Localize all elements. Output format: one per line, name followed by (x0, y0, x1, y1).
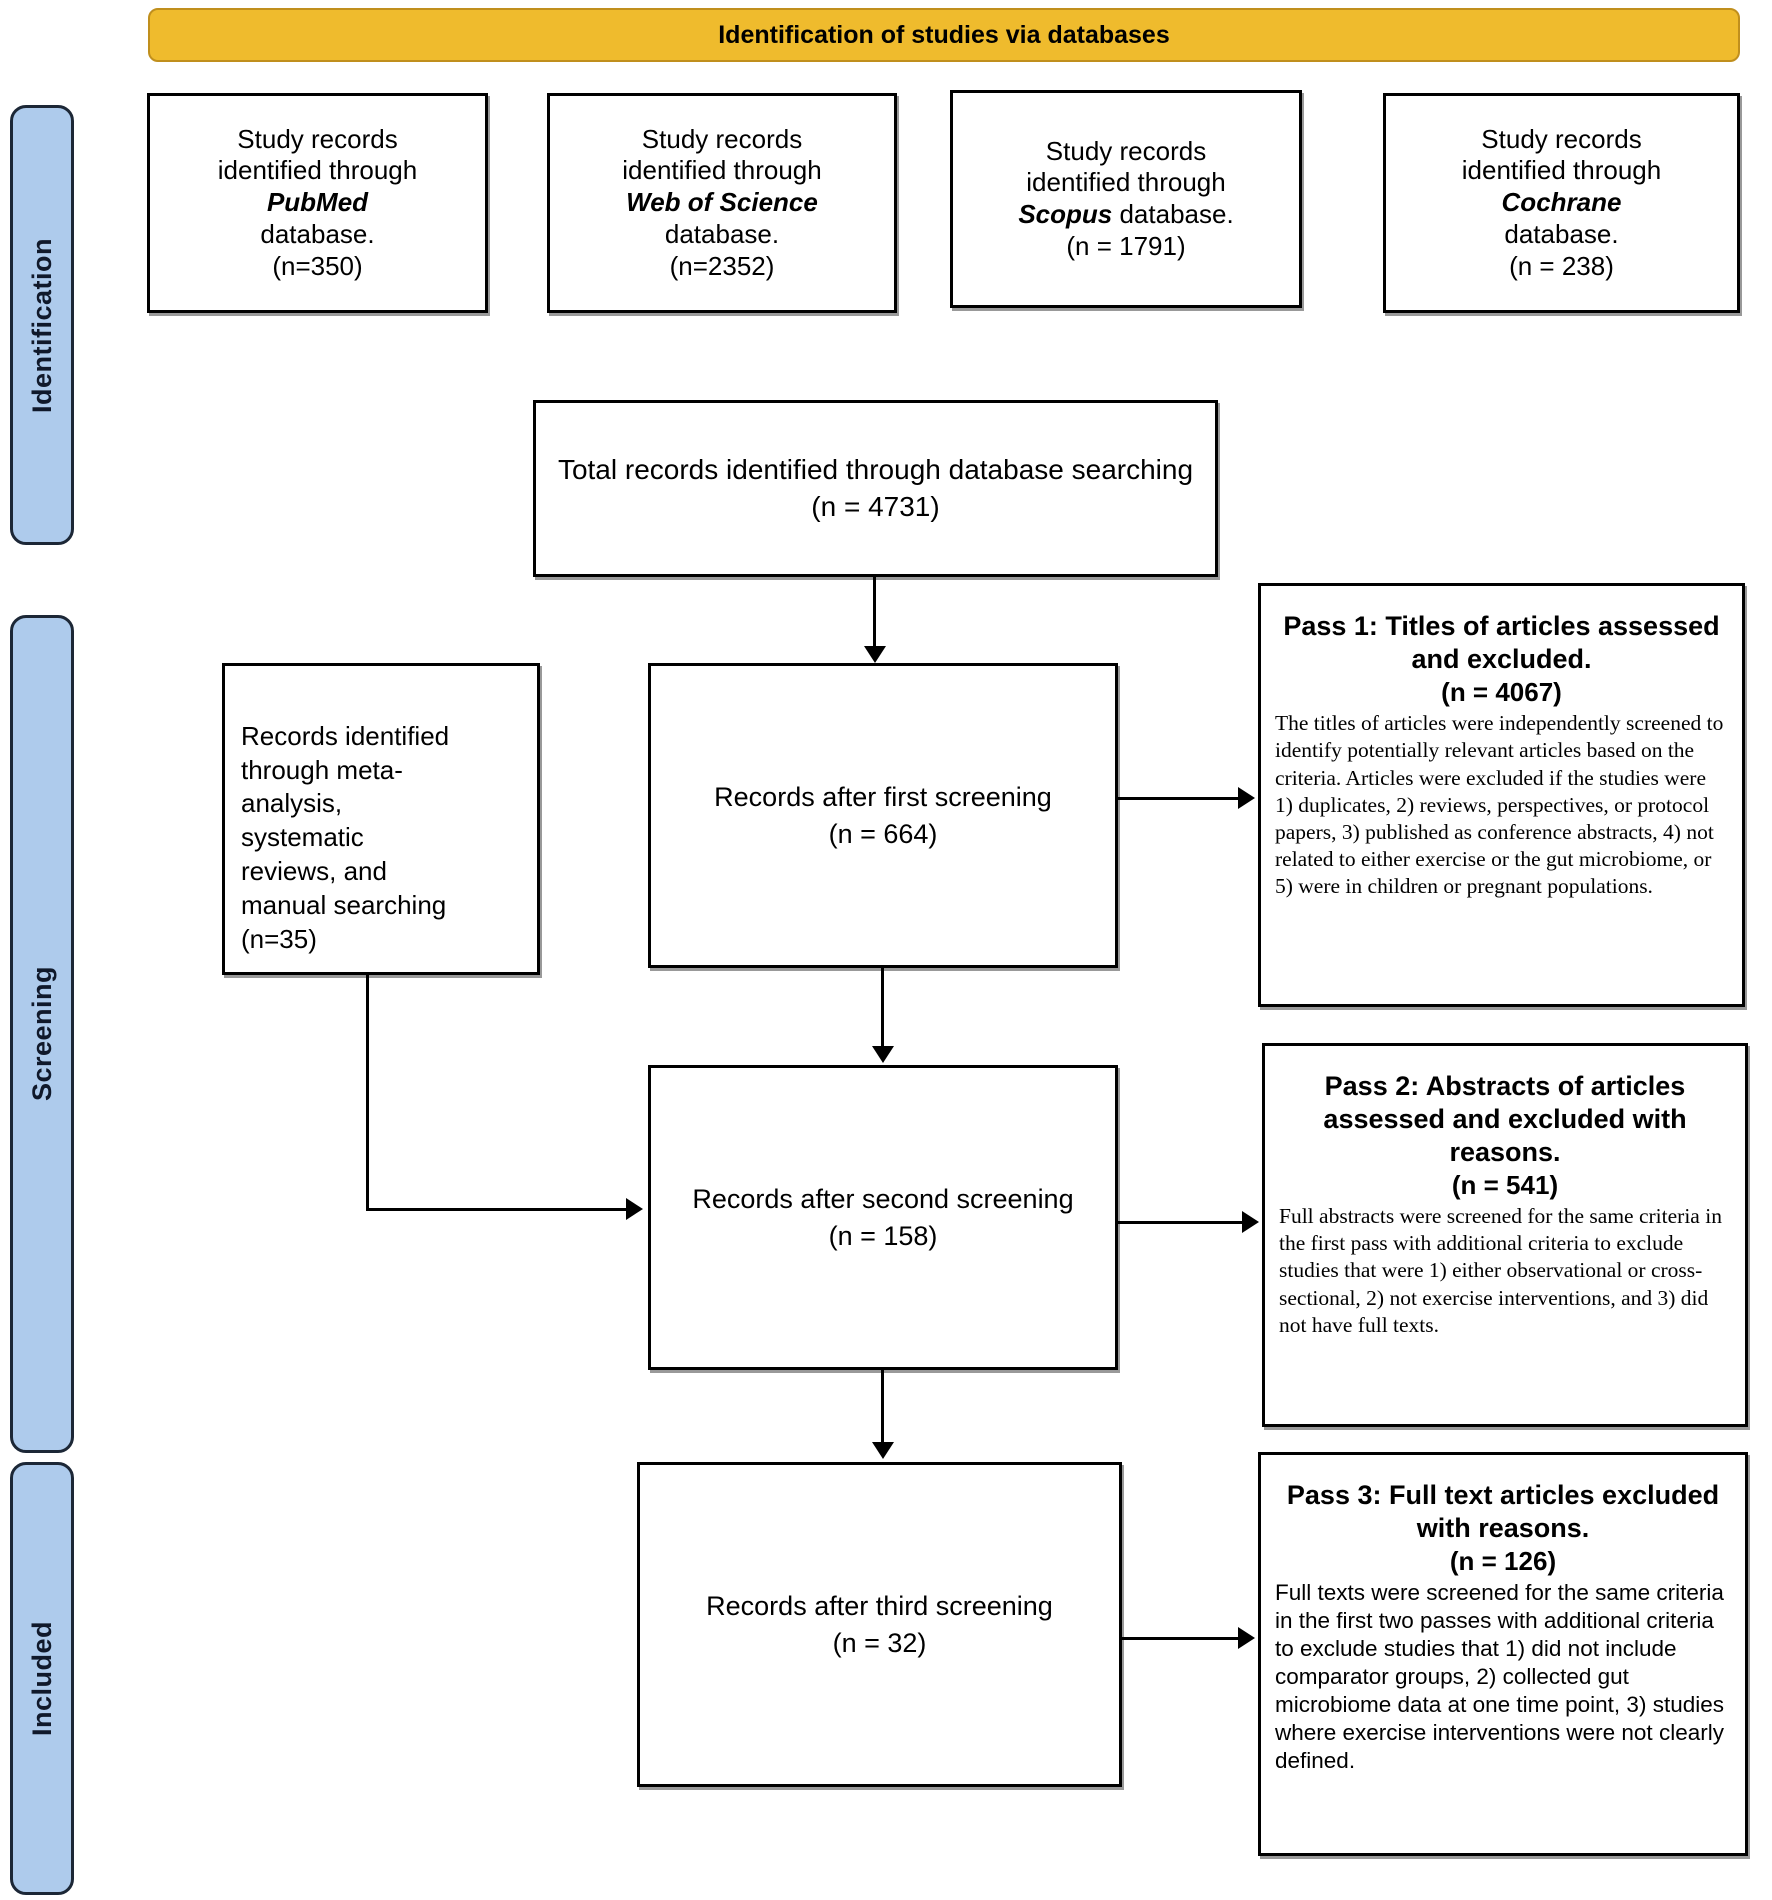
banner-identification-via-databases: Identification of studies via databases (148, 8, 1740, 62)
db-box-cochrane: Study records identified through Cochran… (1383, 93, 1740, 313)
arrow-second-to-third-head (872, 1442, 894, 1459)
screening-third-label: Records after third screening (706, 1591, 1053, 1622)
pass3-box: Pass 3: Full text articles excluded with… (1258, 1452, 1748, 1856)
arrow-first-to-pass1-line (1118, 797, 1240, 800)
pass3-body: Full texts were screened for the same cr… (1275, 1580, 1724, 1773)
db-box-pubmed-suffix: database. (260, 218, 375, 249)
stage-bar-identification: Identification (10, 105, 74, 545)
db-box-scopus-line2: identified through (1026, 167, 1226, 198)
stage-label-screening: Screening (26, 966, 57, 1102)
pass2-body: Full abstracts were screened for the sam… (1279, 1204, 1722, 1337)
arrow-third-to-pass3-head (1238, 1627, 1255, 1649)
total-records-box: Total records identified through databas… (533, 400, 1218, 577)
arrow-second-to-pass2-head (1242, 1211, 1259, 1233)
screening-second-label: Records after second screening (692, 1184, 1074, 1215)
arrow-first-to-pass1-head (1238, 787, 1255, 809)
pass3-count: (n = 126) (1449, 1545, 1557, 1576)
db-box-wos-source: Web of Science (626, 187, 818, 218)
db-box-scopus-line3: Scopus database. (1018, 199, 1233, 231)
meta-analysis-box: Records identified through meta- analysi… (222, 663, 540, 975)
stage-label-identification: Identification (26, 237, 57, 413)
screening-box-first: Records after first screening (n = 664) (648, 663, 1118, 968)
arrow-second-to-pass2-line (1118, 1221, 1244, 1224)
arrow-meta-to-second-head (626, 1198, 643, 1220)
pass2-count: (n = 541) (1451, 1169, 1559, 1200)
db-box-cochrane-line2: identified through (1461, 155, 1662, 186)
db-box-cochrane-line1: Study records (1481, 123, 1642, 154)
meta-analysis-text: Records identified through meta- analysi… (241, 720, 450, 954)
db-box-web-of-science: Study records identified through Web of … (547, 93, 897, 313)
screening-box-third: Records after third screening (n = 32) (637, 1462, 1122, 1787)
pass1-title: Pass 1: Titles of articles assessed and … (1283, 611, 1720, 674)
screening-first-count: (n = 664) (828, 818, 938, 849)
pass3-title: Pass 3: Full text articles excluded with… (1286, 1480, 1720, 1543)
arrow-total-to-first-head (864, 646, 886, 663)
screening-box-second: Records after second screening (n = 158) (648, 1065, 1118, 1370)
db-box-cochrane-source: Cochrane (1501, 187, 1622, 218)
db-box-pubmed-line2: identified through (217, 155, 418, 186)
db-box-scopus-count: (n = 1791) (1066, 230, 1186, 261)
total-records-text: Total records identified through databas… (557, 454, 1194, 486)
db-box-pubmed-line1: Study records (237, 123, 398, 154)
pass2-title: Pass 2: Abstracts of articles assessed a… (1323, 1071, 1687, 1167)
screening-first-label: Records after first screening (714, 782, 1052, 813)
arrow-meta-to-second-vline (366, 975, 369, 1211)
arrow-total-to-first-line (873, 577, 876, 648)
pass1-box: Pass 1: Titles of articles assessed and … (1258, 583, 1745, 1007)
pass2-box: Pass 2: Abstracts of articles assessed a… (1262, 1043, 1748, 1427)
arrow-first-to-second-head (872, 1046, 894, 1063)
db-box-pubmed-source: PubMed (266, 187, 369, 218)
screening-third-count: (n = 32) (832, 1627, 927, 1658)
stage-bar-screening: Screening (10, 615, 74, 1453)
db-box-scopus-source: Scopus (1018, 199, 1113, 229)
banner-title: Identification of studies via databases (718, 20, 1170, 49)
stage-bar-included: Included (10, 1462, 74, 1895)
db-box-wos-line2: identified through (622, 155, 822, 186)
arrow-third-to-pass3-line (1122, 1637, 1240, 1640)
db-box-cochrane-count: (n = 238) (1509, 250, 1614, 281)
pass1-body: The titles of articles were independentl… (1275, 711, 1724, 898)
arrow-meta-to-second-hline (366, 1208, 628, 1211)
arrow-first-to-second-line (881, 968, 884, 1048)
db-box-wos-line1: Study records (641, 123, 803, 154)
db-box-pubmed-count: (n=350) (272, 250, 363, 281)
pass1-count: (n = 4067) (1441, 676, 1562, 707)
db-box-scopus-line1: Study records (1045, 135, 1207, 166)
arrow-second-to-third-line (881, 1370, 884, 1444)
stage-label-included: Included (26, 1620, 57, 1736)
db-box-wos-count: (n=2352) (669, 250, 775, 281)
db-box-wos-suffix: database. (664, 218, 780, 249)
db-box-cochrane-suffix: database. (1504, 218, 1619, 249)
total-records-count: (n = 4731) (811, 490, 940, 522)
db-box-scopus: Study records identified through Scopus … (950, 90, 1302, 308)
db-box-pubmed: Study records identified through PubMed … (147, 93, 488, 313)
screening-second-count: (n = 158) (828, 1220, 938, 1251)
db-box-scopus-suffix: database. (1119, 199, 1234, 229)
